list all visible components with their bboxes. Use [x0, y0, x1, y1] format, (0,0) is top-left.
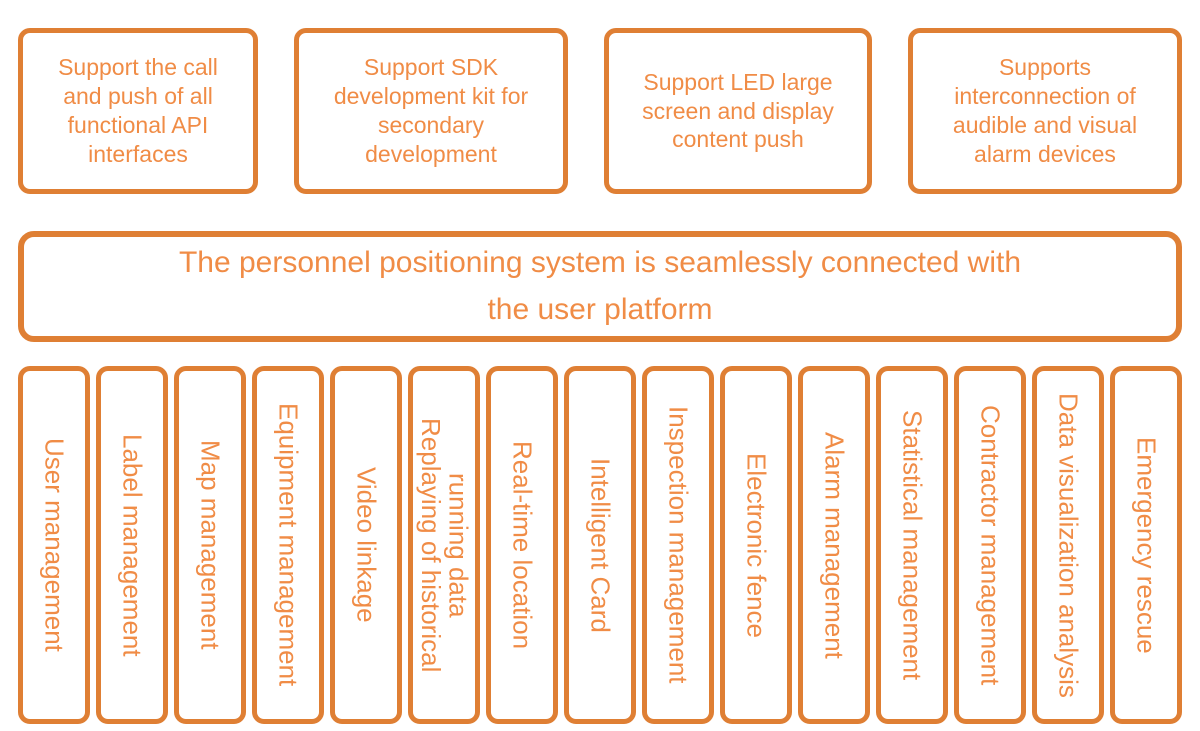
banner-line-1: The personnel positioning system is seam…: [178, 245, 1022, 279]
module-label: Contractor management: [975, 404, 1006, 686]
feature-box-led-screen: Support LED large screen and display con…: [604, 28, 872, 194]
module-label: Inspection management: [663, 406, 694, 684]
module-label: Data visualization analysis: [1053, 392, 1084, 698]
module-equipment-management: Equipment management: [252, 366, 324, 724]
module-label: Equipment management: [273, 403, 304, 687]
module-label-management: Label management: [96, 366, 168, 724]
module-label: Statistical management: [897, 409, 928, 681]
module-statistical-management: Statistical management: [876, 366, 948, 724]
feature-box-api-interfaces: Support the call and push of all functio…: [18, 28, 258, 194]
platform-connection-banner: The personnel positioning system is seam…: [18, 231, 1182, 342]
module-label: Map management: [195, 440, 226, 650]
module-map-management: Map management: [174, 366, 246, 724]
module-contractor-management: Contractor management: [954, 366, 1026, 724]
module-label: User management: [39, 438, 70, 652]
module-label: Real-time location: [507, 440, 538, 650]
module-user-management: User management: [18, 366, 90, 724]
module-electronic-fence: Electronic fence: [720, 366, 792, 724]
banner-line-2: the user platform: [487, 292, 713, 326]
module-alarm-management: Alarm management: [798, 366, 870, 724]
module-intelligent-card: Intelligent Card: [564, 366, 636, 724]
feature-box-sdk-development: Support SDK development kit for secondar…: [294, 28, 568, 194]
feature-label: Support SDK development kit for secondar…: [333, 54, 529, 167]
module-label: Label management: [117, 433, 148, 657]
module-inspection-management: Inspection management: [642, 366, 714, 724]
feature-box-alarm-devices: Supports interconnection of audible and …: [908, 28, 1182, 194]
feature-label: Support LED large screen and display con…: [642, 68, 834, 153]
top-feature-row: Support the call and push of all functio…: [18, 28, 1182, 194]
module-row: User management Label management Map man…: [18, 366, 1182, 724]
module-real-time-location: Real-time location: [486, 366, 558, 724]
module-label: Alarm management: [819, 431, 850, 659]
module-label: Electronic fence: [741, 452, 772, 638]
module-label: Emergency rescue: [1131, 436, 1162, 654]
module-video-linkage: Video linkage: [330, 366, 402, 724]
module-data-visualization: Data visualization analysis: [1032, 366, 1104, 724]
feature-label: Supports interconnection of audible and …: [952, 54, 1138, 167]
module-emergency-rescue: Emergency rescue: [1110, 366, 1182, 724]
module-label: Replaying of historical running data: [416, 417, 474, 673]
module-label: Video linkage: [351, 467, 382, 623]
module-label: Intelligent Card: [585, 457, 616, 633]
feature-label: Support the call and push of all functio…: [58, 54, 218, 167]
module-historical-data-replay: Replaying of historical running data: [408, 366, 480, 724]
